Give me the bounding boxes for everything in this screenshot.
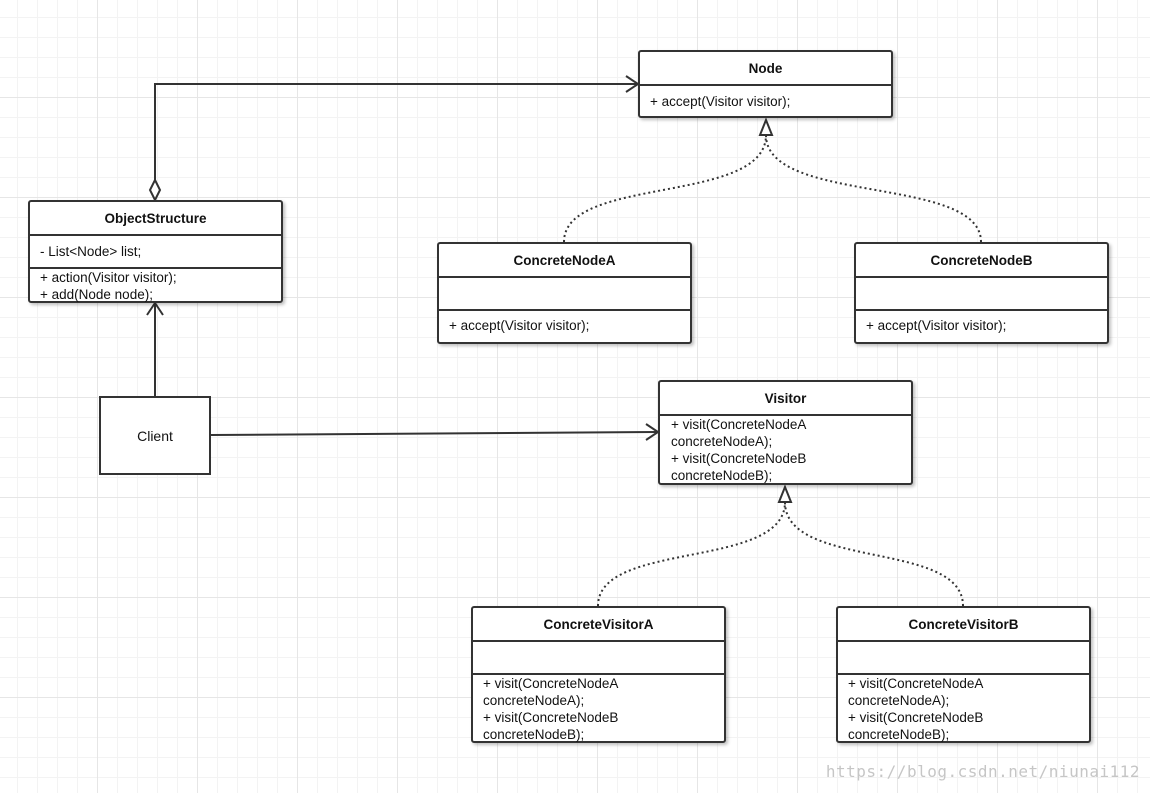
client-label: Client — [137, 427, 173, 444]
method-line: + visit(ConcreteNodeB — [848, 710, 984, 725]
watermark: https://blog.csdn.net/niunai112 — [825, 762, 1140, 781]
class-concretevisitora-title: ConcreteVisitorA — [473, 608, 724, 642]
class-concretenodea[interactable]: ConcreteNodeA + accept(Visitor visitor); — [437, 242, 692, 344]
class-visitor-methods: + visit(ConcreteNodeA concreteNodeA); + … — [660, 416, 911, 484]
class-concretenodeb[interactable]: ConcreteNodeB + accept(Visitor visitor); — [854, 242, 1109, 344]
class-concretenodeb-methods: + accept(Visitor visitor); — [856, 311, 1107, 334]
class-concretenodea-attributes — [439, 278, 690, 311]
class-visitor[interactable]: Visitor + visit(ConcreteNodeA concreteNo… — [658, 380, 913, 485]
class-concretevisitora-attributes — [473, 642, 724, 675]
class-visitor-title: Visitor — [660, 382, 911, 416]
class-concretevisitora[interactable]: ConcreteVisitorA + visit(ConcreteNodeA c… — [471, 606, 726, 743]
method-line: concreteNodeB); — [848, 727, 950, 742]
class-concretevisitorb-attributes — [838, 642, 1089, 675]
realization-concretevisitorb-visitor — [784, 501, 964, 607]
class-concretevisitorb-methods: + visit(ConcreteNodeA concreteNodeA); + … — [838, 675, 1089, 743]
method-line: + accept(Visitor visitor); — [866, 318, 1007, 333]
class-objectstructure-attributes: - List<Node> list; — [30, 236, 281, 269]
class-concretenodea-title: ConcreteNodeA — [439, 244, 690, 278]
method-line: + visit(ConcreteNodeB — [671, 451, 807, 466]
realization-concretenodeb-node — [765, 134, 982, 243]
class-concretevisitora-methods: + visit(ConcreteNodeA concreteNodeA); + … — [473, 675, 724, 743]
attribute-line: - List<Node> list; — [40, 244, 142, 259]
method-line: concreteNodeA); — [671, 434, 773, 449]
method-line: + accept(Visitor visitor); — [449, 318, 590, 333]
realization-arrowhead-visitor — [777, 484, 793, 503]
realization-concretenodea-node — [563, 134, 767, 243]
class-node-methods: + accept(Visitor visitor); — [640, 86, 891, 110]
method-line: + add(Node node); — [40, 287, 153, 302]
method-line: + visit(ConcreteNodeA — [671, 417, 807, 432]
method-line: + visit(ConcreteNodeA — [483, 676, 619, 691]
method-line: concreteNodeA); — [483, 693, 585, 708]
class-concretevisitorb[interactable]: ConcreteVisitorB + visit(ConcreteNodeA c… — [836, 606, 1091, 743]
method-line: + visit(ConcreteNodeB — [483, 710, 619, 725]
method-line: concreteNodeA); — [848, 693, 950, 708]
method-line: concreteNodeB); — [671, 468, 773, 483]
class-concretenodea-methods: + accept(Visitor visitor); — [439, 311, 690, 334]
aggregation-objectstructure-node — [148, 75, 640, 203]
method-line: concreteNodeB); — [483, 727, 585, 742]
method-line: + accept(Visitor visitor); — [650, 94, 791, 109]
method-line: + visit(ConcreteNodeA — [848, 676, 984, 691]
class-objectstructure-methods: + action(Visitor visitor); + add(Node no… — [30, 269, 281, 303]
class-objectstructure-title: ObjectStructure — [30, 202, 281, 236]
class-concretevisitorb-title: ConcreteVisitorB — [838, 608, 1089, 642]
association-client-visitor — [210, 423, 660, 441]
class-concretenodeb-attributes — [856, 278, 1107, 311]
class-objectstructure[interactable]: ObjectStructure - List<Node> list; + act… — [28, 200, 283, 303]
realization-arrowhead-node — [758, 117, 774, 136]
association-client-objectstructure — [146, 301, 164, 397]
class-node[interactable]: Node + accept(Visitor visitor); — [638, 50, 893, 118]
method-line: + action(Visitor visitor); — [40, 270, 177, 285]
class-node-title: Node — [640, 52, 891, 86]
class-concretenodeb-title: ConcreteNodeB — [856, 244, 1107, 278]
realization-concretevisitora-visitor — [597, 501, 786, 607]
client-box[interactable]: Client — [99, 396, 211, 475]
